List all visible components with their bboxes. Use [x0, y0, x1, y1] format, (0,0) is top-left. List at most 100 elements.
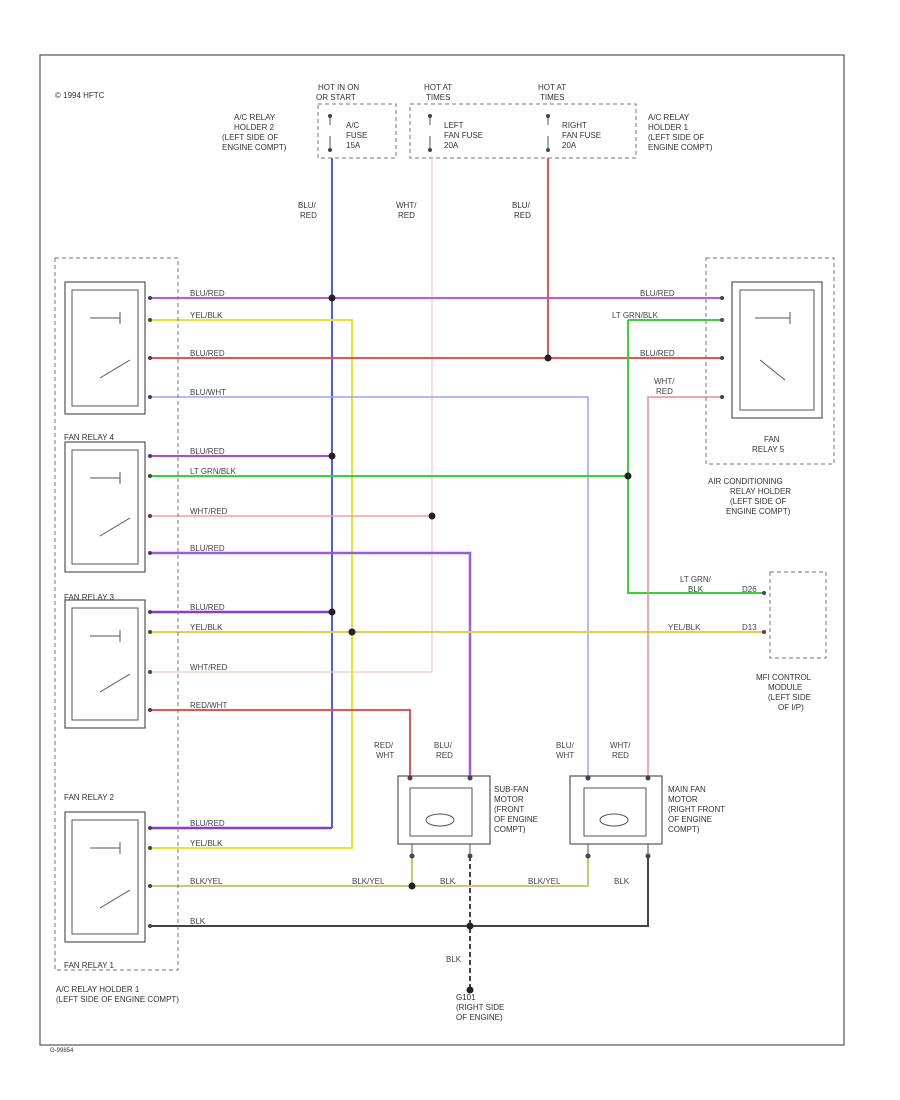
ground-b: (RIGHT SIDE: [456, 1003, 504, 1012]
ground-wire: BLK: [446, 955, 462, 964]
fuse-2-b: FAN FUSE: [444, 131, 483, 140]
fan-relay-4: [64, 281, 146, 415]
bottom-blkyel-2: BLK/YEL: [528, 877, 561, 886]
fan-relay-3: [64, 441, 146, 573]
wire-left-fan-trunk: [150, 158, 433, 673]
main-top1-a: BLU/: [556, 741, 575, 750]
ac-relay-holder-right-b: RELAY HOLDER: [730, 487, 791, 496]
holder-right-d: ENGINE COMPT): [648, 143, 713, 152]
hot-label-3b: TIMES: [540, 93, 564, 102]
fuse-block: HOT IN ON OR START HOT AT TIMES HOT AT T…: [222, 83, 713, 159]
mfi-a: MFI CONTROL: [756, 673, 812, 682]
fuse-box-right: [409, 103, 637, 159]
wire-r1-4: [150, 396, 589, 778]
r3-w3: WHT/RED: [190, 663, 228, 672]
vlabel-blu-red-b: RED: [300, 211, 317, 220]
bottom-blk-2: BLK: [614, 877, 630, 886]
vlabel-blu-red2-a: BLU/: [512, 201, 531, 210]
r1-w2: YEL/BLK: [190, 311, 223, 320]
sub-fan-motor: [397, 775, 491, 859]
hot-label-2a: HOT AT: [424, 83, 452, 92]
hot-label-1a: HOT IN ON: [318, 83, 359, 92]
mfi-module-box: [769, 571, 827, 659]
hot-label-2b: TIMES: [426, 93, 450, 102]
ecm-w2: YEL/BLK: [668, 623, 701, 632]
fan-relay-1: [64, 811, 146, 943]
r1-w1: BLU/RED: [190, 289, 225, 298]
holder-left-a: A/C RELAY: [234, 113, 276, 122]
fuse-1-c: 15A: [346, 141, 361, 150]
ecm-pin1: D26: [742, 585, 757, 594]
main-fan-b: MOTOR: [668, 795, 698, 804]
r5-w3: BLU/RED: [640, 349, 675, 358]
wire-r3-4: [150, 709, 411, 778]
mfi-c: (LEFT SIDE: [768, 693, 811, 702]
fan-relay-5-b: RELAY 5: [752, 445, 785, 454]
fuse-1-a: A/C: [346, 121, 360, 130]
holder-left-d: ENGINE COMPT): [222, 143, 287, 152]
wire-ecm-1: [627, 320, 764, 594]
mfi-d: OF I/P): [778, 703, 804, 712]
holder-left-b: HOLDER 2: [234, 123, 275, 132]
r3-w2: YEL/BLK: [190, 623, 223, 632]
fan-relay-4-label: FAN RELAY 4: [64, 433, 115, 442]
wire-r4-4: [150, 856, 649, 927]
main-fan-c: (RIGHT FRONT: [668, 805, 725, 814]
figure-code: G-99854: [50, 1048, 74, 1054]
sub-fan-e: COMPT): [494, 825, 526, 834]
junctions: [328, 294, 632, 994]
ac-relay-holder-1-box: [54, 257, 179, 971]
vlabel-wht-red-a: WHT/: [396, 201, 417, 210]
main-top2-b: RED: [612, 751, 629, 760]
bottom-blkyel-1: BLK/YEL: [352, 877, 385, 886]
mfi-b: MODULE: [768, 683, 802, 692]
sub-fan-b: MOTOR: [494, 795, 524, 804]
ac-relay-holder-1-b: (LEFT SIDE OF ENGINE COMPT): [56, 995, 179, 1004]
main-fan-e: COMPT): [668, 825, 700, 834]
ac-relay-holder-1-a: A/C RELAY HOLDER 1: [56, 985, 140, 994]
fan-relay-5: [720, 281, 823, 419]
r5-w2: LT GRN/BLK: [612, 311, 659, 320]
r3-w1: BLU/RED: [190, 603, 225, 612]
ac-relay-holder-right-a: AIR CONDITIONING: [708, 477, 783, 486]
wire-r4-3: [150, 856, 589, 887]
r2-w3: WHT/RED: [190, 507, 228, 516]
vlabel-blu-red-a: BLU/: [298, 201, 317, 210]
fan-relay-2-label: FAN RELAY 2: [64, 793, 115, 802]
sub-fan-a: SUB-FAN: [494, 785, 529, 794]
r4-w4: BLK: [190, 917, 206, 926]
r3-w4: RED/WHT: [190, 701, 227, 710]
r4-w2: YEL/BLK: [190, 839, 223, 848]
ground-c: OF ENGINE): [456, 1013, 503, 1022]
fan-relay-5-holder: [705, 257, 835, 465]
wire-r2-4: [150, 551, 472, 778]
ac-relay-holder-right-c: (LEFT SIDE OF: [730, 497, 786, 506]
copyright: © 1994 HFTC: [55, 91, 105, 100]
sub-top1-a: RED/: [374, 741, 394, 750]
r1-w3: BLU/RED: [190, 349, 225, 358]
fuse-box-left: [317, 103, 397, 159]
main-top1-b: WHT: [556, 751, 574, 760]
vlabel-wht-red-b: RED: [398, 211, 415, 220]
main-fan-a: MAIN FAN: [668, 785, 706, 794]
r5-w4-b: RED: [656, 387, 673, 396]
holder-right-c: (LEFT SIDE OF: [648, 133, 704, 142]
r5-w4-a: WHT/: [654, 377, 675, 386]
ground-a: G101: [456, 993, 476, 1002]
r4-w3: BLK/YEL: [190, 877, 223, 886]
diagram-frame: [39, 54, 845, 1046]
holder-left-c: (LEFT SIDE OF: [222, 133, 278, 142]
fuse-2-c: 20A: [444, 141, 459, 150]
r4-w1: BLU/RED: [190, 819, 225, 828]
bottom-blk-1: BLK: [440, 877, 456, 886]
fan-relay-2: [64, 599, 146, 729]
main-top2-a: WHT/: [610, 741, 631, 750]
wires: [150, 158, 764, 990]
fuse-1-b: FUSE: [346, 131, 367, 140]
wire-r1-2: [150, 319, 353, 849]
r5-w1: BLU/RED: [640, 289, 675, 298]
sub-fan-d: OF ENGINE: [494, 815, 538, 824]
holder-right-b: HOLDER 1: [648, 123, 689, 132]
main-fan-motor: [569, 775, 663, 859]
